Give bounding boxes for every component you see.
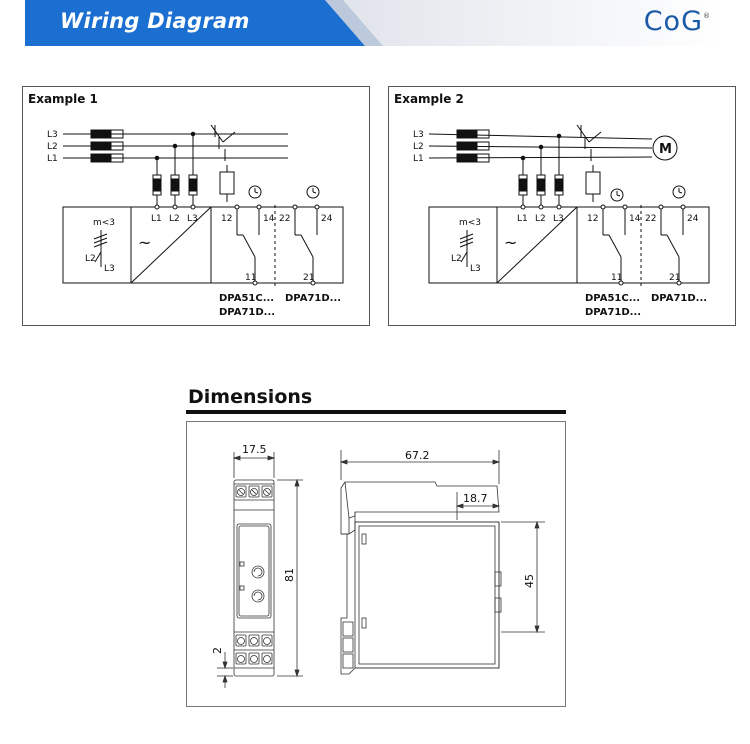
model-label-b: DPA71D... [285,293,341,304]
contact-label-24: 24 [687,214,699,224]
contact-label-22: 22 [279,214,290,224]
page-title: Wiring Diagram [60,9,250,33]
dim-depth-label: 67.2 [405,449,430,462]
model-label-a1: DPA51C... [585,293,640,304]
contact-label-14: 14 [263,214,275,224]
dim-front-label: 45 [523,574,536,588]
terminal-label-l3: L3 [187,214,198,224]
example-2-title: Example 2 [394,92,464,106]
motor-label: M [659,142,672,157]
contact-label-22: 22 [645,214,656,224]
detector-label-l2: L2 [85,254,96,264]
contact-label-14: 14 [629,214,641,224]
dimensions-heading: Dimensions [188,386,313,408]
model-label-a2: DPA71D... [585,307,641,318]
detector-label-l2: L2 [451,254,462,264]
example-1-wiring-diagram: L3 L2 L1 L1 L2 L3 m<3 L2 L3 12 14 11 22 … [47,124,344,318]
terminal-label-l2: L2 [535,214,546,224]
contact-label-12: 12 [587,214,598,224]
banner-shape [25,0,725,46]
detector-label-m3: m<3 [93,218,115,228]
detector-label-m3: m<3 [459,218,481,228]
front-view-outline [233,479,275,677]
terminal-label-l1: L1 [151,214,162,224]
header-banner: Wiring Diagram CoG® [25,0,725,46]
registered-mark: ® [703,12,711,20]
example-1-panel: L3 L2 L1 L1 L2 L3 m<3 L2 L3 12 14 11 22 … [22,86,370,326]
dim-width-label: 17.5 [242,443,267,456]
brand-logo-text: CoG [643,6,703,37]
contact-label-11: 11 [245,273,256,283]
dim-foot-label: 2 [211,647,224,654]
brand-logo: CoG® [644,6,711,37]
ac-symbol: ~ [138,233,151,252]
dimensions-panel: 17.5 67.2 18.7 81 45 2 [186,421,566,707]
model-label-a1: DPA51C... [219,293,274,304]
side-view-top [344,481,500,519]
model-label-a2: DPA71D... [219,307,275,318]
contact-label-11: 11 [611,273,622,283]
phase-label-l3: L3 [413,130,424,140]
terminal-label-l2: L2 [169,214,180,224]
model-label-b: DPA71D... [651,293,707,304]
phase-label-l3: L3 [47,130,58,140]
ac-symbol: ~ [504,233,517,252]
phase-label-l1: L1 [413,154,424,164]
terminal-label-l1: L1 [517,214,528,224]
example-2-wiring-diagram: M L3 L2 L1 L1 L2 L3 m<3 L2 L3 12 14 11 2… [413,124,710,318]
example-2-panel: M L3 L2 L1 L1 L2 L3 m<3 L2 L3 12 14 11 2… [388,86,736,326]
contact-label-21: 21 [669,273,680,283]
detector-label-l3: L3 [104,264,115,274]
example-1-title: Example 1 [28,92,98,106]
banner-blue [25,0,365,46]
dimensions-rule [186,410,566,414]
phase-label-l2: L2 [413,142,424,152]
contact-label-21: 21 [303,273,314,283]
contact-label-24: 24 [321,214,333,224]
phase-label-l2: L2 [47,142,58,152]
dim-height-label: 81 [283,568,296,582]
dim-step-label: 18.7 [463,492,488,505]
contact-label-12: 12 [221,214,232,224]
detector-label-l3: L3 [470,264,481,274]
terminal-label-l3: L3 [553,214,564,224]
phase-label-l1: L1 [47,154,58,164]
motor-icon [652,135,678,161]
dimensions-drawing: 17.5 67.2 18.7 81 45 2 [211,443,545,688]
